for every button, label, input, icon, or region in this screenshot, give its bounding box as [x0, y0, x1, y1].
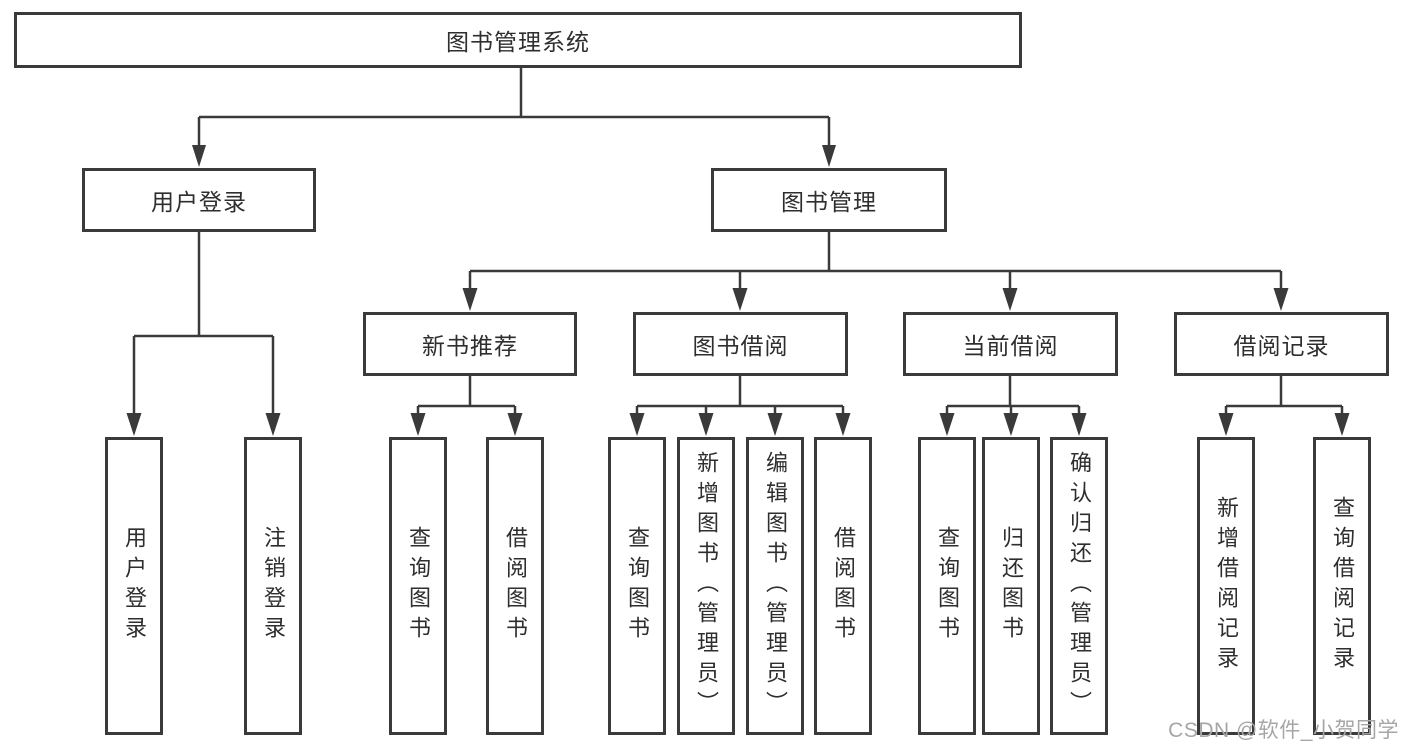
- node-borrow-records: 借阅记录: [1174, 312, 1389, 376]
- leaf-bookborrow-add-books-admin: 新增图书（管理员）: [677, 437, 735, 735]
- node-book-management: 图书管理: [711, 168, 947, 232]
- leaf-currentborrow-confirm-return-admin: 确认归还（管理员）: [1050, 437, 1108, 735]
- node-book-borrow: 图书借阅: [633, 312, 848, 376]
- leaf-logout: 注销登录: [244, 437, 302, 735]
- node-new-book-recommend: 新书推荐: [363, 312, 577, 376]
- csdn-watermark: CSDN @软件_小贺同学: [1168, 719, 1399, 742]
- leaf-bookborrow-query-books: 查询图书: [608, 437, 666, 735]
- arrowheads: [126, 145, 1350, 436]
- node-borrow-records-label: 借阅记录: [1233, 333, 1330, 359]
- node-current-borrow: 当前借阅: [903, 312, 1118, 376]
- leaf-user-login: 用户登录: [105, 437, 163, 735]
- node-root-system: 图书管理系统: [14, 12, 1022, 68]
- connector-newbooks-to-leaves: [416, 375, 517, 416]
- node-user-login-label: 用户登录: [151, 189, 247, 215]
- connector-currentborrow-to-leaves: [945, 375, 1081, 416]
- leaf-bookborrow-edit-books-admin: 编辑图书（管理员）: [746, 437, 804, 735]
- leaf-records-add-borrow-record: 新增借阅记录: [1197, 437, 1255, 735]
- leaf-newbooks-query-books: 查询图书: [389, 437, 447, 735]
- leaf-newbooks-borrow-books: 借阅图书: [486, 437, 544, 735]
- leaf-bookborrow-borrow-books: 借阅图书: [814, 437, 872, 735]
- node-root-label: 图书管理系统: [446, 29, 590, 55]
- connector-userlogin-to-leaves: [132, 231, 275, 416]
- node-book-borrow-label: 图书借阅: [692, 333, 789, 359]
- leaf-currentborrow-return-books: 归还图书: [982, 437, 1040, 735]
- connector-borrowrecords-to-leaves: [1224, 375, 1344, 416]
- leaf-records-query-borrow-record: 查询借阅记录: [1313, 437, 1371, 735]
- connector-root-to-level1: [197, 65, 831, 147]
- node-current-borrow-label: 当前借阅: [962, 333, 1059, 359]
- connector-bookmgmt-to-level2: [468, 231, 1283, 291]
- node-book-management-label: 图书管理: [781, 189, 877, 215]
- leaf-currentborrow-query-books: 查询图书: [918, 437, 976, 735]
- node-new-book-recommend-label: 新书推荐: [422, 333, 518, 359]
- connector-bookborrow-to-leaves: [635, 375, 845, 416]
- node-user-login: 用户登录: [82, 168, 316, 232]
